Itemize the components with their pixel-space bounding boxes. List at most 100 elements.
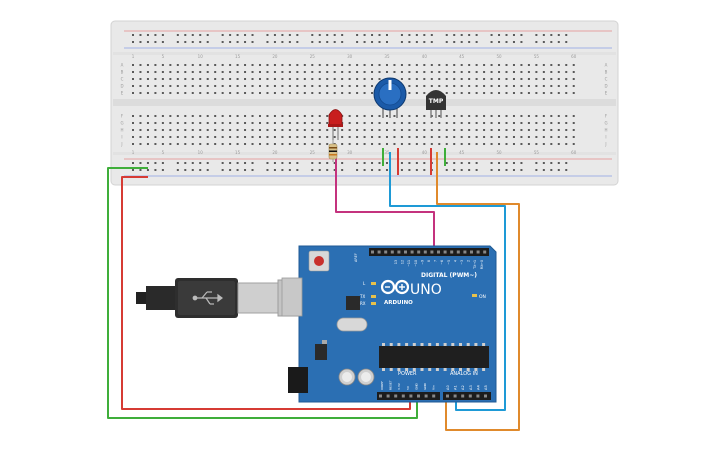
column-number: 25 [310,150,316,155]
digital-pin-label: 12 [401,260,405,264]
power-pin-label: GND [423,382,427,390]
digital-pin-label: ~6 [440,260,444,265]
row-letter: B [121,70,124,75]
wire-magenta-led[interactable] [335,150,435,252]
column-number: 15 [235,150,241,155]
row-letter: C [121,77,124,82]
column-number: 60 [571,54,577,59]
analog-pin-label: A3 [469,385,473,390]
power-pin-label: RESET [389,380,393,390]
column-number: 10 [198,54,204,59]
digital-pin-label: ~11 [407,260,411,267]
atmega-chip [379,346,489,368]
l-led-label: L [363,281,366,286]
uno-label: UNO [410,282,442,298]
column-number: 50 [496,150,502,155]
wires[interactable] [107,148,520,431]
tx-label: TX [359,294,365,299]
column-number: 45 [459,54,465,59]
column-number: 40 [422,54,428,59]
analog-header[interactable] [443,392,491,400]
row-letter: J [120,142,122,147]
analog-pin-label: A4 [476,385,480,390]
temperature-sensor[interactable]: TMP [426,90,446,118]
column-number: 40 [422,150,428,155]
column-number: 20 [272,150,278,155]
column-number: 60 [571,150,577,155]
digital-header[interactable] [369,248,489,256]
column-number: 1 [132,150,135,155]
reset-button[interactable] [314,256,324,266]
wire-green-gnd[interactable] [107,167,418,419]
column-number: 50 [496,54,502,59]
digital-pin-label: TX→1 [473,260,477,270]
row-letter: A [605,63,608,68]
column-number: 15 [235,54,241,59]
row-letter: E [121,91,124,96]
column-number: 25 [310,54,316,59]
wire-blue-pot[interactable] [389,152,506,411]
power-pin-label: IOREF [380,381,384,390]
power-pin-label: Vin [432,385,436,390]
digital-header-holes [371,250,487,254]
power-header[interactable] [377,392,440,400]
analog-label: ANALOG IN [450,371,478,377]
column-number: 45 [459,150,465,155]
analog-pin-label: A1 [454,385,458,390]
row-letter: B [605,70,608,75]
column-number: 35 [384,150,390,155]
column-number: 5 [162,54,165,59]
breadboard-holes[interactable] [132,34,575,171]
digital-pin-label: 7 [434,260,438,262]
wire-orange-tmp[interactable] [436,152,520,431]
column-number: 1 [132,54,135,59]
led-icon [328,109,343,127]
column-number: 55 [534,54,540,59]
row-letter: I [121,135,122,140]
wire-red-5v[interactable] [121,176,411,410]
power-label: POWER [398,371,417,377]
arduino-brand-label: ARDUINO [384,300,413,306]
row-letter: D [604,84,607,89]
digital-pin-label: 2 [467,260,471,262]
digital-pin-label: ~5 [447,260,451,265]
column-number: 20 [272,54,278,59]
column-number: 30 [347,54,353,59]
row-letter: D [120,84,123,89]
rx-label: RX [360,301,366,306]
column-number: 5 [162,150,165,155]
led[interactable] [328,109,343,141]
digital-pin-label: ~9 [420,260,424,265]
row-letter: G [604,121,607,126]
column-number: 55 [534,150,540,155]
row-letter: H [604,128,607,133]
usb-cable[interactable] [136,278,301,318]
row-letter: I [605,135,606,140]
digital-pin-label: ~3 [460,260,464,265]
column-number: 30 [347,150,353,155]
digital-pin-label: 8 [427,260,431,262]
row-letter: F [121,114,124,119]
row-letter: A [121,63,124,68]
resistor[interactable] [328,140,338,162]
potentiometer[interactable] [373,77,407,118]
tmp-label: TMP [429,98,444,105]
digital-pin-label: ~10 [414,260,418,267]
row-letter: F [605,114,608,119]
usb-icon [192,291,223,305]
analog-pin-label: A2 [461,385,465,390]
digital-pin-label: 4 [453,260,457,262]
analog-pin-label: A5 [484,385,488,390]
digital-pin-label: RX←0 [480,260,484,269]
digital-label: DIGITAL (PWM~) [421,272,477,279]
row-letter: G [120,121,123,126]
